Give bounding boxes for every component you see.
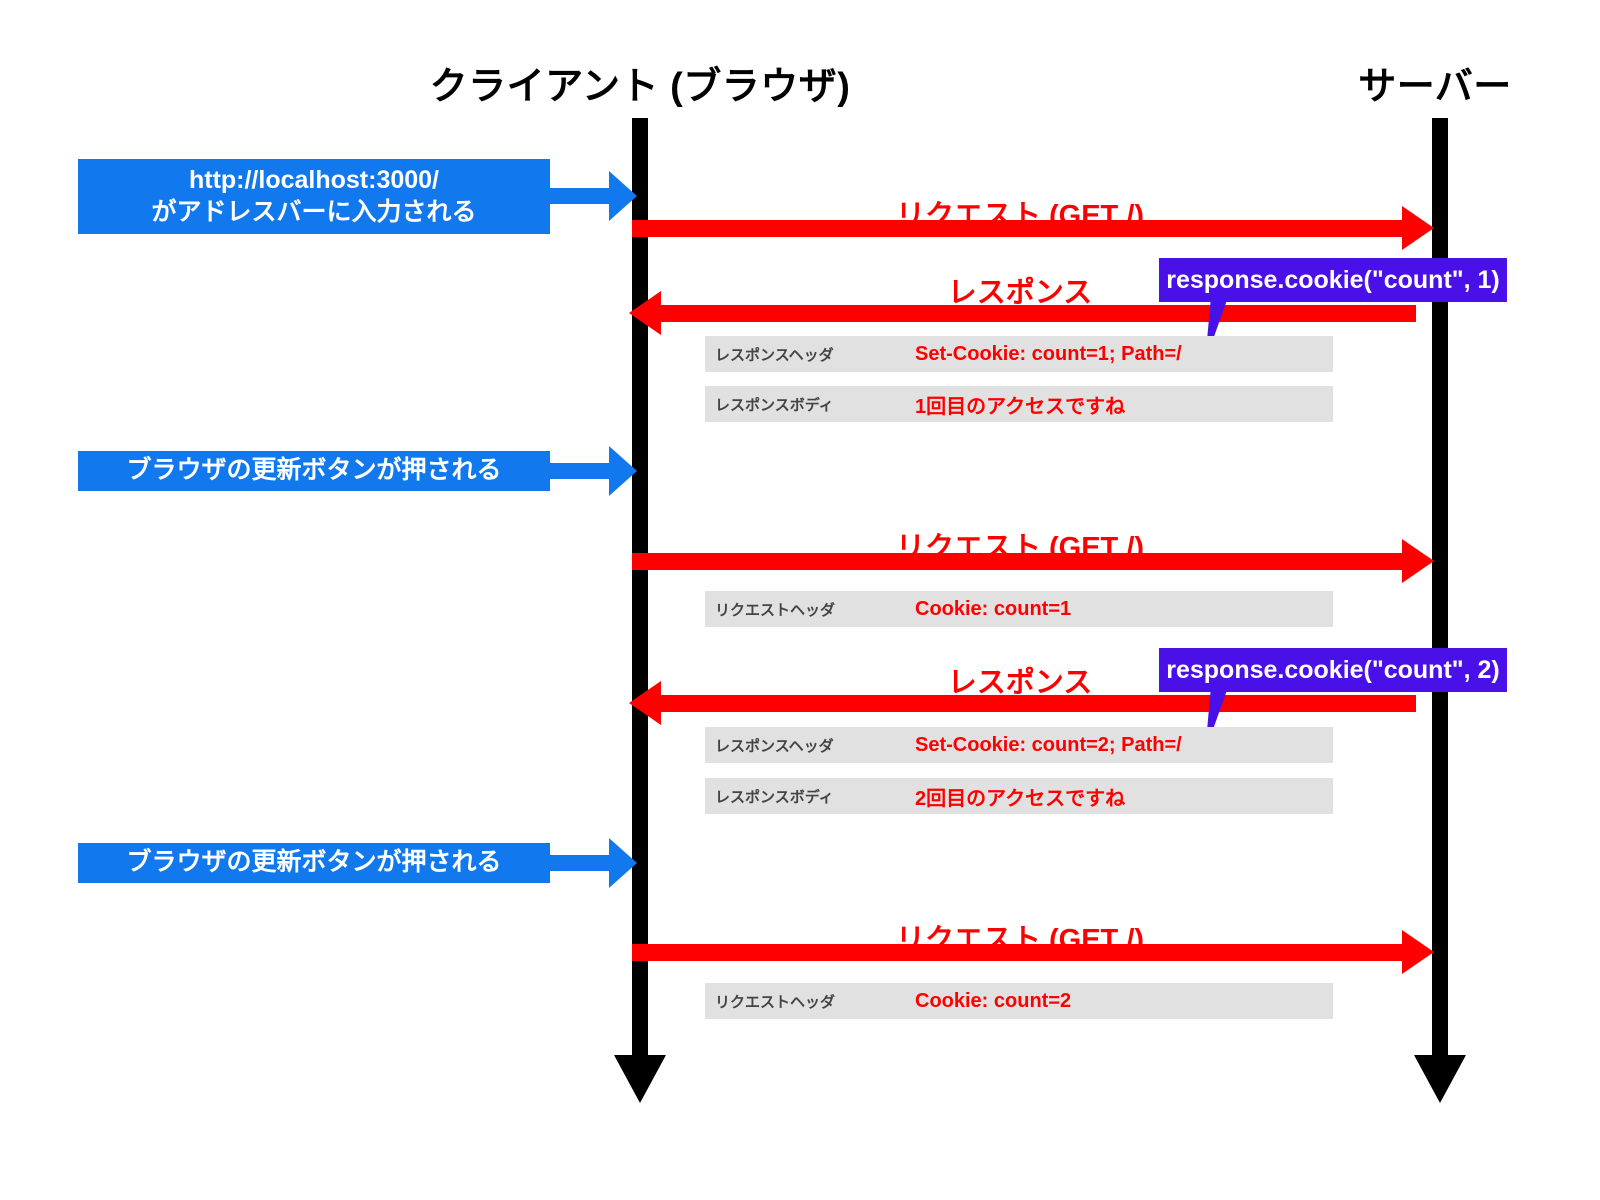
message-shaft-request-1: [632, 220, 1404, 237]
detail-row-response-header-1: レスポンスヘッダ Set-Cookie: count=1; Path=/: [705, 336, 1333, 372]
event-arrow-shaft-3: [550, 855, 612, 871]
detail-row-key: リクエストヘッダ: [715, 993, 836, 1011]
message-label-response-1: レスポンス: [947, 277, 1093, 309]
event-box-url-entered-line2: がアドレスバーに入力される: [151, 197, 477, 226]
detail-row-response-header-2: レスポンスヘッダ Set-Cookie: count=2; Path=/: [705, 727, 1333, 763]
message-shaft-request-2: [632, 553, 1404, 570]
event-box-url-entered: http://localhost:3000/ がアドレスバーに入力される: [78, 159, 550, 234]
event-arrow-shaft-1: [550, 188, 612, 204]
lifeline-server: [1432, 118, 1448, 1063]
message-shaft-response-1: [660, 305, 1416, 322]
detail-row-key: レスポンスヘッダ: [715, 737, 834, 755]
event-arrow-head-2: [609, 446, 637, 496]
event-box-reload-1: ブラウザの更新ボタンが押される: [78, 451, 550, 491]
message-head-response-2: [629, 681, 661, 725]
event-box-reload-2: ブラウザの更新ボタンが押される: [78, 843, 550, 883]
callout-response-cookie-1: response.cookie("count", 1): [1159, 258, 1507, 302]
message-head-request-3: [1402, 930, 1434, 974]
detail-row-value: Set-Cookie: count=1; Path=/: [915, 342, 1182, 365]
actor-label-client: クライアント (ブラウザ): [429, 66, 851, 108]
event-box-reload-2-line1: ブラウザの更新ボタンが押される: [126, 848, 502, 877]
message-shaft-request-3: [632, 944, 1404, 961]
event-box-url-entered-line1: http://localhost:3000/: [188, 166, 440, 195]
message-head-request-2: [1402, 539, 1434, 583]
message-label-response-2: レスポンス: [947, 667, 1093, 699]
event-arrow-head-3: [609, 838, 637, 888]
detail-row-value: Cookie: count=2: [915, 989, 1072, 1012]
lifeline-server-arrowhead: [1414, 1055, 1466, 1103]
detail-row-key: レスポンスボディ: [715, 396, 834, 414]
lifeline-client: [632, 118, 648, 1063]
detail-row-value: Cookie: count=1: [915, 597, 1072, 620]
event-arrow-shaft-2: [550, 463, 612, 479]
detail-row-value: 2回目のアクセスですね: [915, 787, 1126, 810]
event-arrow-head-1: [609, 171, 637, 221]
message-shaft-response-2: [660, 695, 1416, 712]
actor-label-server: サーバー: [1358, 66, 1512, 108]
detail-row-key: リクエストヘッダ: [715, 601, 836, 619]
callout-response-cookie-2: response.cookie("count", 2): [1159, 648, 1507, 692]
detail-row-response-body-1: レスポンスボディ 1回目のアクセスですね: [705, 386, 1333, 422]
lifeline-client-arrowhead: [614, 1055, 666, 1103]
detail-row-key: レスポンスボディ: [715, 788, 834, 806]
detail-row-request-header-3: リクエストヘッダ Cookie: count=2: [705, 983, 1333, 1019]
message-head-request-1: [1402, 206, 1434, 250]
detail-row-value: Set-Cookie: count=2; Path=/: [915, 733, 1182, 756]
detail-row-key: レスポンスヘッダ: [715, 346, 834, 364]
detail-row-value: 1回目のアクセスですね: [915, 395, 1126, 418]
detail-row-response-body-2: レスポンスボディ 2回目のアクセスですね: [705, 778, 1333, 814]
event-box-reload-1-line1: ブラウザの更新ボタンが押される: [126, 456, 502, 485]
detail-row-request-header-2: リクエストヘッダ Cookie: count=1: [705, 591, 1333, 627]
message-head-response-1: [629, 291, 661, 335]
